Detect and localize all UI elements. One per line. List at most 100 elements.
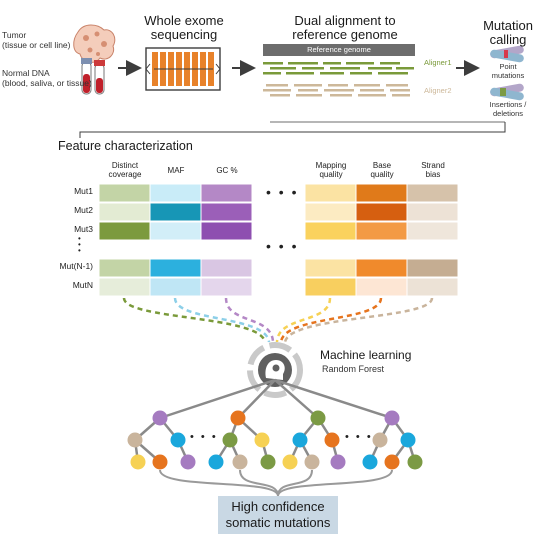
tumor-subtitle: (tissue or cell line) [2,40,71,50]
aligner2-read [328,84,348,87]
forest-node [254,432,270,448]
alignment-title: Dual alignment to reference genome [270,14,420,42]
reference-genome-label: Reference genome [307,45,371,54]
ml-title: Machine learning [320,348,412,362]
forest-node [324,432,340,448]
row-label-mut1: Mut1 [74,186,93,196]
feature-title: Feature characterization [58,139,193,153]
col-ellipsis-top: • • • [266,184,299,200]
indel-line1: Insertions / [489,100,527,109]
aligner1-read [346,62,374,65]
aligner2-read [360,89,384,92]
forest-node [292,432,308,448]
forest-node [230,410,246,426]
point-mutations-label: Point mutations [478,62,538,80]
forest-node [362,454,378,470]
forest-nodes [127,410,423,470]
ml-subtitle: Random Forest [322,364,385,374]
feature-flow [279,297,383,343]
feature-cell [304,202,357,222]
output-curve [277,469,393,497]
output-curve [159,469,279,497]
aligner1-read [323,62,341,65]
col-mapping-quality-l2: quality [319,170,343,179]
aligner1-read [368,67,392,70]
aligner1-read [288,62,318,65]
col-ellipsis-mid: • • • [266,238,299,254]
feature-cell [355,202,408,222]
blood-tubes-icon [81,58,105,95]
col-strand-bias: Strand bias [407,161,459,179]
feature-cell [304,183,357,203]
feature-cell [149,202,202,222]
aligner2-read [296,94,322,97]
aligner2-read [354,84,380,87]
forest-node [372,432,388,448]
forest-node [180,454,196,470]
sequencing-title-line1: Whole exome [144,13,224,28]
output-curves [159,469,393,497]
feature-cell [98,258,151,278]
forest-node [152,410,168,426]
forest-node [260,454,276,470]
feature-cell [355,183,408,203]
aligner2-label: Aligner2 [424,86,452,95]
normal-title: Normal DNA [2,68,50,78]
col-mapping-quality: Mapping quality [305,161,357,179]
result-line1: High confidence [231,499,325,514]
aligner1-read [263,62,283,65]
row-label-mut2: Mut2 [74,205,93,215]
sequencing-title: Whole exome sequencing [138,14,230,42]
normal-subtitle: (blood, saliva, or tissue) [2,78,92,88]
forest-node [384,410,400,426]
result-box: High confidence somatic mutations [218,496,338,534]
feature-cell [149,277,202,297]
feature-cell [355,277,408,297]
forest-node [384,454,400,470]
feature-cell [200,202,253,222]
col-base-quality-l1: Base [372,161,392,170]
forest-node [152,454,168,470]
aligner1-read [380,62,400,65]
forest-node [208,454,224,470]
feature-cell [149,258,202,278]
feature-flow [173,297,271,343]
feature-cell [304,221,357,241]
feature-flows [122,297,434,343]
forest-root-edge [274,379,319,419]
feature-matrix [98,183,459,297]
forest-node [127,432,143,448]
col-distinct-coverage-l2: coverage [108,170,142,179]
feature-cell [355,258,408,278]
forest-node [304,454,320,470]
aligner2-read [390,89,410,92]
aligner2-read [270,94,290,97]
forest-root-edge [237,379,276,419]
col-strand-bias-l1: Strand [421,161,445,170]
aligner1-read [270,67,296,70]
indel-line2: deletions [492,109,524,118]
feature-cell [98,202,151,222]
alignment-title-line2: reference genome [292,27,398,42]
row-label-mut3: Mut3 [74,224,93,234]
aligner1-read [286,72,314,75]
forest-node [330,454,346,470]
aligner1-label: Aligner1 [424,58,452,67]
aligner2-read [263,89,291,92]
forest-node [170,432,186,448]
calling-title: Mutation calling [483,18,533,47]
tumor-title: Tumor [2,30,27,40]
feature-cell [304,277,357,297]
feature-cell [200,183,253,203]
col-mapping-quality-l1: Mapping [315,161,347,170]
col-distinct-coverage-l1: Distinct [111,161,139,170]
point-line1: Point [499,62,517,71]
feature-cell [406,221,459,241]
aligner2-read [330,94,352,97]
feature-cell [406,258,459,278]
aligner1-read [330,67,360,70]
output-curve [239,469,279,497]
output-curve [277,469,313,497]
feature-cell [200,221,253,241]
feature-cell [304,258,357,278]
